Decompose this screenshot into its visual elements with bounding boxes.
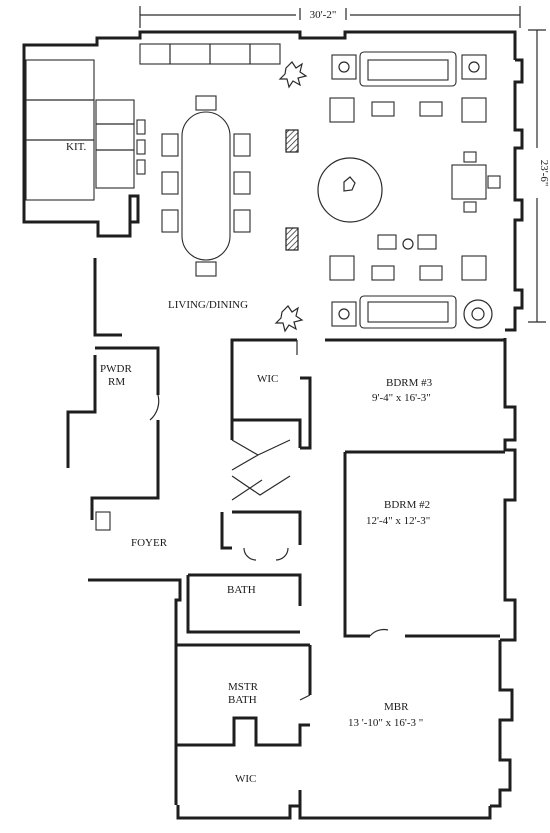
interior-walls — [90, 194, 505, 806]
depth-dimension-label: 23'-6" — [538, 160, 550, 187]
bedroom2-size: 12'-4" x 12'-3" — [366, 515, 430, 527]
master-bath-label-2: BATH — [228, 694, 257, 706]
powder-room-label: PWDR — [100, 363, 132, 375]
width-dimension-label: 30'-2" — [310, 9, 337, 21]
master-bath-label: MSTR — [228, 681, 259, 693]
width-dimension: 30'-2" — [139, 6, 521, 28]
bath-label: BATH — [227, 584, 256, 596]
wic-lower-label: WIC — [235, 773, 256, 785]
master-bedroom-label: MBR — [384, 701, 409, 713]
door-swings — [149, 340, 389, 701]
column-lower — [285, 227, 299, 251]
plant-upper — [278, 61, 308, 89]
dining-table — [161, 95, 251, 277]
column-upper — [285, 129, 299, 153]
exterior-walls — [22, 30, 524, 820]
foyer-label: FOYER — [131, 537, 168, 549]
master-bedroom-size: 13 '-10" x 16'-3 " — [348, 717, 423, 729]
living-furniture — [317, 51, 501, 329]
wic-upper-label: WIC — [257, 373, 278, 385]
kitchen-counters — [25, 43, 281, 201]
bedroom2-label: BDRM #2 — [384, 499, 430, 511]
bedroom3-label: BDRM #3 — [386, 377, 433, 389]
living-dining-label: LIVING/DINING — [168, 299, 248, 311]
kitchen-label: KIT. — [66, 141, 87, 153]
plant-lower — [274, 305, 304, 333]
powder-room-label-2: RM — [108, 376, 125, 388]
depth-dimension: 23'-6" — [528, 29, 550, 323]
room-labels: KIT. LIVING/DINING PWDR RM WIC BDRM #3 9… — [66, 141, 433, 785]
foyer-bench — [95, 511, 111, 531]
bedroom3-size: 9'-4" x 16'-3" — [372, 392, 431, 404]
